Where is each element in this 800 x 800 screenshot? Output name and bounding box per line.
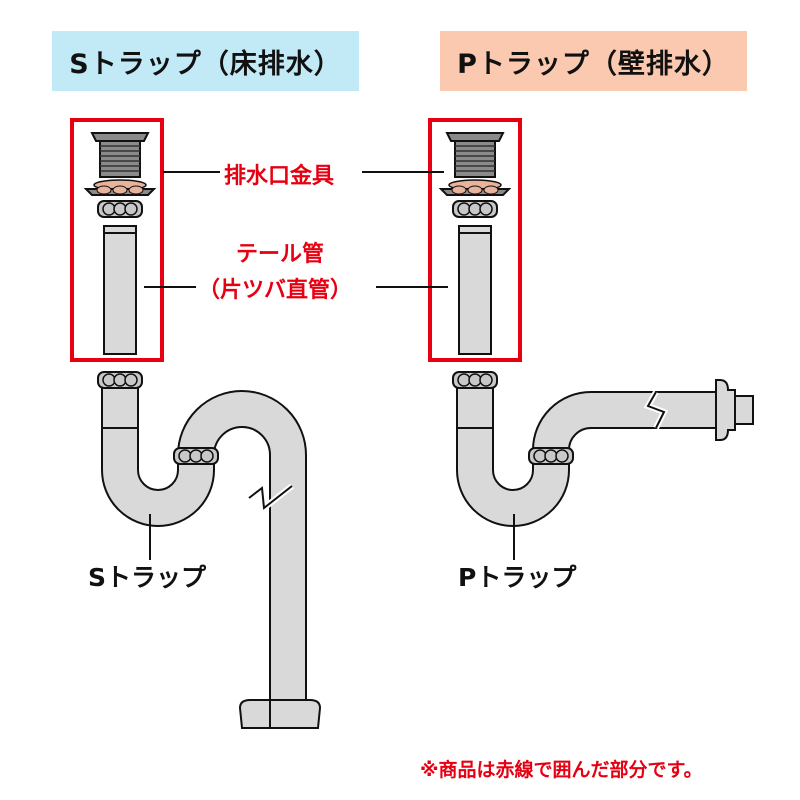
p-tail-pipe (458, 225, 492, 355)
product-note: ※商品は赤線で囲んだ部分です。 (420, 759, 703, 781)
drain-fitting-label: 排水口金具 (224, 164, 335, 189)
s-tail-pipe (103, 225, 137, 355)
s-trap-product-group (70, 118, 164, 362)
s-trap-label: Sトラップ (88, 563, 207, 592)
p-trap-highlight-box (428, 118, 522, 362)
tail-pipe-label: テール管 (236, 242, 325, 267)
p-trap-product-group (428, 118, 522, 362)
s-trap-highlight-box (70, 118, 164, 362)
s-drain-fitting (85, 132, 155, 218)
p-trap-header: Pトラップ（壁排水） (440, 31, 747, 91)
tail-pipe-sublabel: （片ツバ直管） (198, 278, 353, 303)
p-trap-label: Pトラップ (458, 563, 577, 592)
s-trap-header: Sトラップ（床排水） (52, 31, 359, 91)
p-drain-fitting (440, 132, 510, 218)
s-trap-pipe (97, 371, 322, 729)
p-trap-pipe (452, 371, 754, 527)
